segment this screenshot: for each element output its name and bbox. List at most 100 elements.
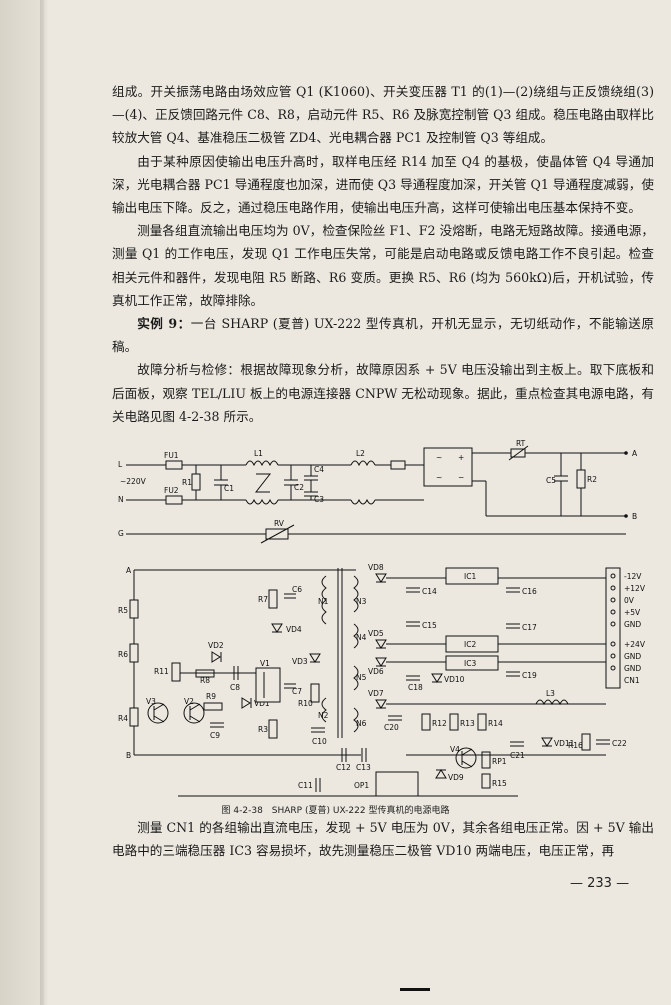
label-rt: RT [516, 439, 526, 448]
label-vd1: VD1 [254, 699, 270, 708]
diode-vd10 [431, 673, 443, 683]
label-ac: ~220V [120, 477, 147, 486]
fuse-fu2 [165, 495, 183, 505]
example-paragraph: 实例 9：一台 SHARP (夏普) UX-222 型传真机，开机无显示，无切纸… [112, 312, 654, 358]
label-out-gnd2: GND [624, 652, 641, 661]
resistor-r10 [310, 683, 320, 703]
label-c22: C22 [612, 739, 627, 748]
diode-vd3 [309, 653, 321, 663]
label-v4: V4 [450, 745, 460, 754]
label-c8: C8 [230, 683, 240, 692]
label-c10: C10 [312, 737, 327, 746]
diode-vd5 [375, 639, 387, 649]
label-out-plus24v: +24V [624, 640, 646, 649]
diode-vd4 [271, 623, 283, 633]
label-vd2: VD2 [208, 641, 224, 650]
label-b-top: B [632, 512, 637, 521]
power-circuit-diagram: ~+ ~− [118, 439, 646, 797]
label-out-minus12v: -12V [624, 572, 642, 581]
label-op1: OP1 [354, 781, 369, 790]
label-c7: C7 [292, 687, 302, 696]
label-c1: C1 [224, 484, 234, 493]
svg-text:+: + [458, 453, 464, 462]
connector-cn1 [605, 567, 621, 689]
label-c16: C16 [522, 587, 537, 596]
label-c20: C20 [384, 723, 399, 732]
label-ic1: IC1 [464, 572, 476, 581]
label-n3: N3 [356, 597, 367, 606]
label-r1: R1 [182, 478, 192, 487]
transformer-t1 [321, 568, 359, 738]
label-c3: C3 [314, 495, 324, 504]
resistor-r14 [477, 713, 487, 731]
analysis-paragraph: 故障分析与检修：根据故障现象分析，故障原因系 + 5V 电压没输出到主板上。取下… [112, 362, 654, 424]
label-vd10: VD10 [444, 675, 465, 684]
label-l1: L1 [254, 449, 263, 458]
spine-shadow [40, 0, 48, 1005]
figure-caption: 图 4-2-38 SHARP (夏普) UX-222 型传真机的电源电路 [221, 806, 450, 816]
label-n6: N6 [356, 719, 367, 728]
regulator-ic3 [445, 655, 499, 671]
label-l: L [118, 460, 123, 469]
svg-text:~: ~ [436, 473, 442, 482]
transistor-v4 [455, 747, 477, 769]
regulator-ic2 [445, 635, 499, 653]
label-n5: N5 [356, 673, 367, 682]
regulator-ic1 [445, 567, 499, 585]
label-out-plus12v: +12V [624, 584, 646, 593]
label-g: G [118, 529, 124, 538]
resistor-r16 [581, 733, 591, 751]
label-rv: RV [274, 519, 285, 528]
resistor-r9 [203, 702, 223, 711]
resistor-r15 [481, 773, 491, 789]
resistor-r5 [129, 599, 139, 619]
label-ic3: IC3 [464, 659, 476, 668]
body-text-bottom: 测量 CN1 的各组输出直流电压，发现 + 5V 电压为 0V，其余各组电压正常… [112, 816, 654, 862]
label-l3: L3 [546, 689, 555, 698]
label-r7: R7 [258, 595, 268, 604]
label-r6: R6 [118, 650, 128, 659]
label-c14: C14 [422, 587, 437, 596]
paragraph-bottom: 测量 CN1 的各组输出直流电压，发现 + 5V 电压为 0V，其余各组电压正常… [112, 820, 654, 859]
label-n: N [118, 495, 124, 504]
label-r5: R5 [118, 606, 128, 615]
transistor-v2 [183, 702, 205, 724]
label-vd5: VD5 [368, 629, 384, 638]
label-vd11: VD11 [554, 739, 575, 748]
diode-vd7 [375, 699, 387, 709]
label-r2: R2 [587, 475, 597, 484]
label-r16: R16 [568, 741, 583, 750]
label-cn1: CN1 [624, 676, 640, 685]
label-out-0v: 0V [624, 596, 635, 605]
label-c9: C9 [210, 731, 220, 740]
label-a-bottom: A [126, 566, 132, 575]
bridge-rectifier [423, 447, 473, 487]
transistor-v1 [255, 667, 281, 703]
resistor-r1 [191, 473, 201, 491]
diode-vd2 [211, 651, 221, 663]
label-vd8: VD8 [368, 563, 384, 572]
paragraph-1: 组成。开关振荡电路由场效应管 Q1 (K1060)、开关变压器 T1 的(1)—… [112, 84, 654, 146]
example-text: 一台 SHARP (夏普) UX-222 型传真机，开机无显示，无切纸动作，不能… [112, 316, 654, 355]
label-n2: N2 [318, 711, 329, 720]
label-vd3: VD3 [292, 657, 308, 666]
label-c17: C17 [522, 623, 537, 632]
resistor-series [390, 460, 406, 470]
label-vd9: VD9 [448, 773, 464, 782]
label-r3: R3 [258, 725, 268, 734]
resistor-r12 [421, 713, 431, 731]
resistor-r2 [576, 469, 586, 489]
label-r11: R11 [154, 667, 169, 676]
label-vd6: VD6 [368, 667, 384, 676]
resistor-r4 [129, 707, 139, 727]
label-r9: R9 [206, 692, 216, 701]
paragraph-3: 测量各组直流输出电压均为 0V，检查保险丝 F1、F2 没熔断，电路无短路故障。… [112, 223, 654, 308]
label-r10: R10 [298, 699, 313, 708]
label-out-plus5v: +5V [624, 608, 641, 617]
label-c2: C2 [294, 483, 304, 492]
svg-text:~: ~ [436, 453, 442, 462]
bottom-mark [400, 988, 430, 991]
fuse-fu1 [165, 460, 183, 470]
label-c19: C19 [522, 671, 537, 680]
page-number: — 233 — [570, 876, 630, 891]
